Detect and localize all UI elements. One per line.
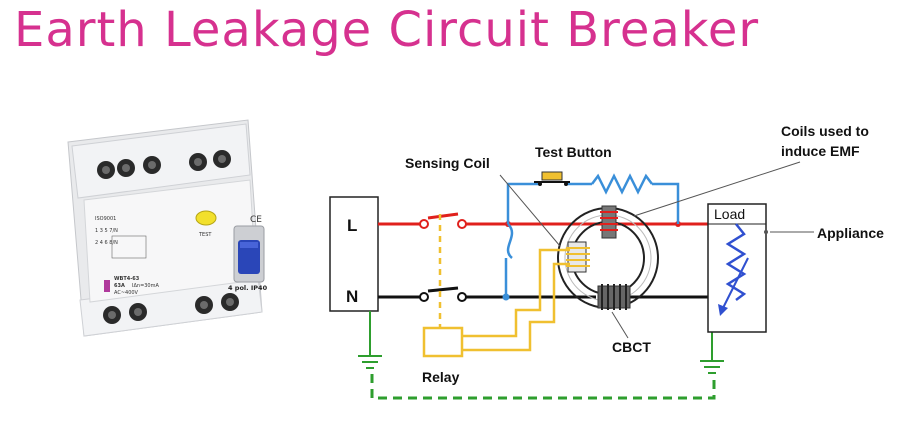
cbct-leader: [611, 311, 629, 339]
device-model: WBT4-63: [114, 276, 140, 282]
live-induction-coil: [600, 205, 618, 239]
test-circuit: [504, 173, 680, 297]
device-test-button[interactable]: [195, 210, 217, 226]
ce-mark: CE: [250, 215, 262, 225]
page-title: Earth Leakage Circuit Breaker: [14, 2, 760, 58]
live-label: L: [347, 216, 357, 235]
device-sensitivity: IΔn=30mA: [132, 283, 159, 289]
device-rating: 4 pol. IP40: [228, 284, 268, 292]
sensing-coil-label: Sensing Coil: [405, 155, 490, 171]
device-current: 63A: [114, 283, 125, 289]
appliance-label: Appliance: [817, 225, 884, 241]
neutral-induction-coil: [597, 284, 631, 310]
test-button[interactable]: [534, 171, 570, 186]
cbct-label: CBCT: [612, 339, 651, 355]
svg-text:1 3 5 7/N: 1 3 5 7/N: [95, 228, 118, 234]
relay-label: Relay: [422, 369, 460, 385]
breaker-toggle[interactable]: [233, 225, 265, 283]
coils-label-line2: induce EMF: [781, 143, 860, 159]
coils-leader: [633, 161, 801, 217]
relay-coil: [422, 326, 464, 358]
supply-box: [329, 196, 379, 312]
neutral-conductor: [378, 286, 708, 302]
device-test-label: TEST: [198, 232, 212, 238]
sensing-coil-leader: [499, 174, 561, 247]
relay-circuit: [438, 214, 570, 352]
neutral-label: N: [346, 287, 358, 306]
coils-label-line1: Coils used to: [781, 123, 869, 139]
test-button-label: Test Button: [535, 144, 612, 160]
load-label: Load: [714, 206, 745, 222]
sensing-coil: [566, 241, 590, 273]
top-terminal-screws: [97, 150, 231, 179]
device-spec-text: ISO9001: [95, 216, 116, 222]
elcb-device-photo: TEST CE ISO9001 1 3 5 7/N 2 4 6 8/N WBT4…: [67, 119, 268, 337]
svg-text:2 4 6 8/N: 2 4 6 8/N: [95, 240, 118, 246]
bottom-terminal-screws: [103, 293, 239, 324]
earth-leakage-path: [370, 374, 716, 400]
load-earth: [700, 332, 724, 374]
device-voltage: AC~400V: [114, 290, 139, 296]
supply-earth: [358, 311, 382, 369]
load-box: [707, 203, 767, 333]
live-conductor: [378, 212, 708, 229]
